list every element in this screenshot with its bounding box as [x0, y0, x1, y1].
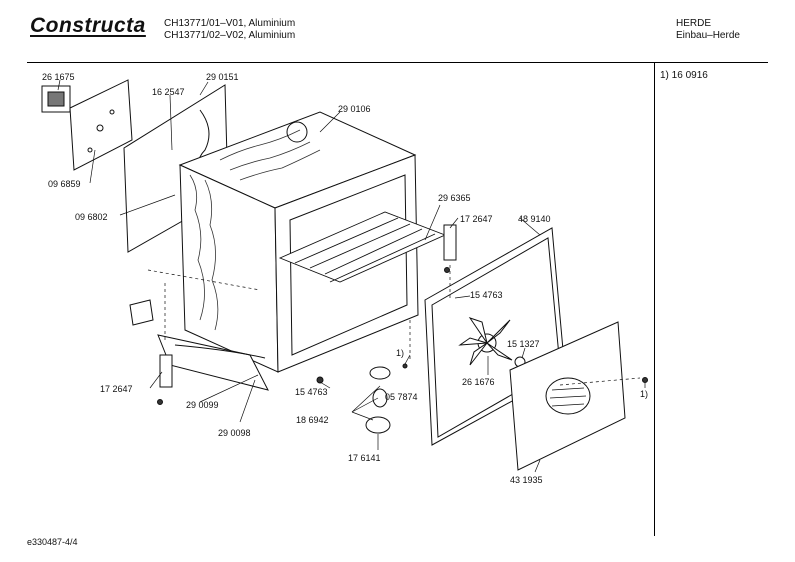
header-divider	[27, 62, 768, 63]
part-label-096859: 09 6859	[48, 179, 81, 189]
part-label-note-cover: 1)	[640, 389, 648, 399]
side-note: 1) 16 0916	[660, 70, 708, 81]
subcategory-label: Einbau–Herde	[676, 30, 740, 41]
lamp-bulb	[372, 388, 388, 408]
part-label-261675: 26 1675	[42, 72, 75, 82]
part-label-162547: 16 2547	[152, 87, 185, 97]
part-label-186942: 18 6942	[296, 415, 329, 425]
model-line-1: CH13771/01–V01, Aluminium	[164, 18, 296, 29]
part-label-296365: 29 6365	[438, 193, 471, 203]
part-label-151327: 15 1327	[507, 339, 540, 349]
lamp-socket	[369, 366, 391, 380]
right-bracket	[443, 224, 457, 261]
part-label-489140: 48 9140	[518, 214, 551, 224]
category-label: HERDE	[676, 18, 712, 29]
part-label-154763-door: 15 4763	[470, 290, 503, 300]
part-label-290098: 29 0098	[218, 428, 251, 438]
left-bracket	[159, 354, 173, 388]
part-label-431935: 43 1935	[510, 475, 543, 485]
brand-logo: Constructa	[30, 14, 146, 37]
leader-lines	[57, 79, 646, 473]
document-id: e330487-4/4	[27, 537, 78, 547]
part-label-172647-right: 17 2647	[460, 214, 493, 224]
part-label-096802: 09 6802	[75, 212, 108, 222]
part-label-261676: 26 1676	[462, 377, 495, 387]
hinge-clip	[129, 299, 154, 326]
part-label-154763-frame: 15 4763	[295, 387, 328, 397]
side-column-divider	[654, 62, 655, 536]
part-label-172647-left: 17 2647	[100, 384, 133, 394]
fan-wheel	[458, 317, 513, 366]
part-label-176141: 17 6141	[348, 453, 381, 463]
part-label-290151: 29 0151	[206, 72, 239, 82]
rear-cover	[509, 321, 626, 471]
lamp-cover	[365, 416, 391, 434]
part-label-057874: 05 7874	[385, 392, 418, 402]
part-label-290106: 29 0106	[338, 104, 371, 114]
part-label-note-lamp: 1)	[396, 348, 404, 358]
model-line-2: CH13771/02–V02, Aluminium	[164, 30, 296, 41]
part-label-290099: 29 0099	[186, 400, 219, 410]
